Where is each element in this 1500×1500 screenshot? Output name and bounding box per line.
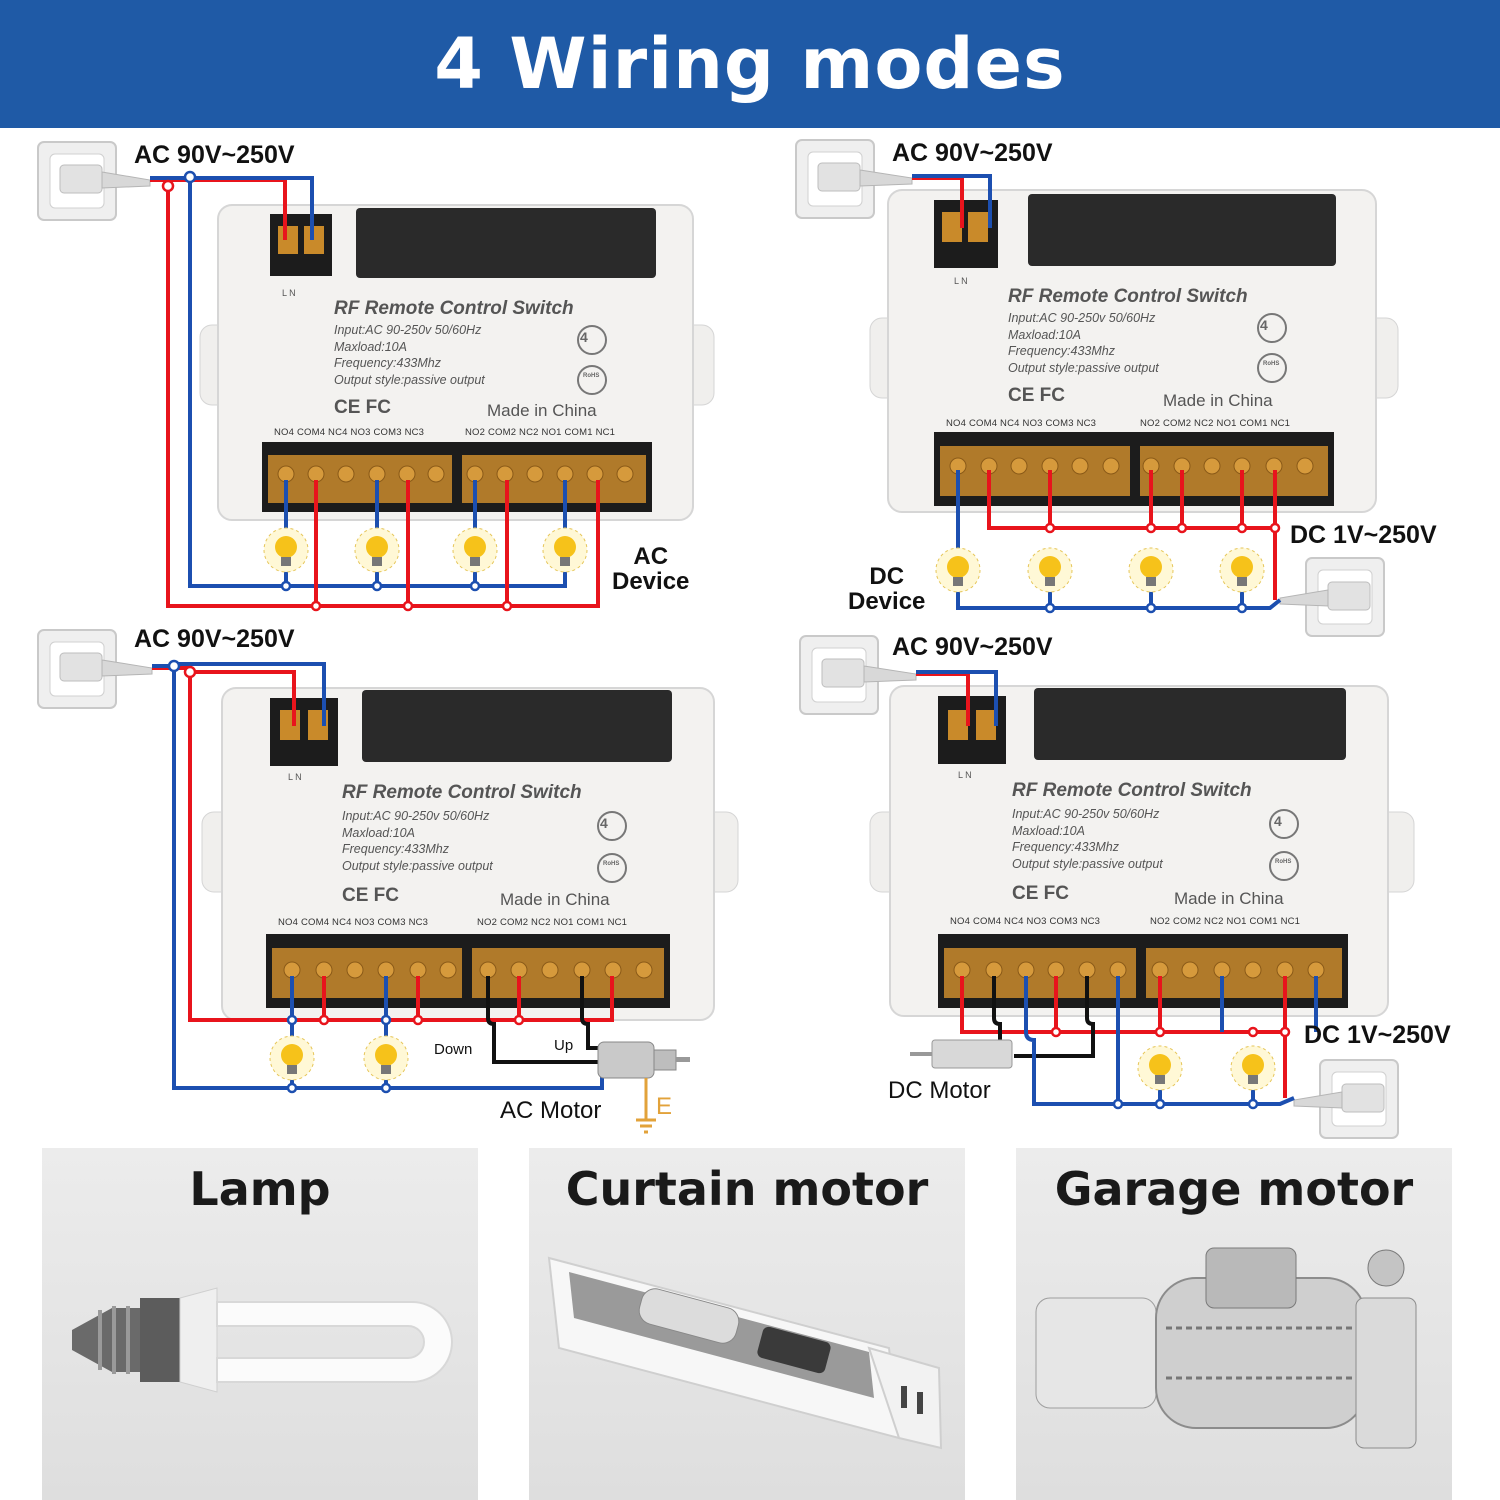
terminal-labels-right: NO2 COM2 NC2 NO1 COM1 NC1	[1150, 916, 1301, 927]
dc-socket	[1279, 557, 1385, 637]
ac-motor-icon	[597, 1041, 690, 1134]
wall-socket	[795, 139, 913, 219]
title-banner: 4 Wiring modes	[0, 0, 1500, 128]
device-name: RF Remote Control Switch	[334, 298, 574, 319]
wires	[916, 670, 1318, 1110]
load-label: AC Device	[612, 543, 690, 596]
mode1-diagram	[37, 141, 715, 612]
relay-housing	[199, 204, 715, 521]
garage-motor-card: Garage motor	[1016, 1148, 1452, 1500]
load-label: DC Device	[848, 563, 926, 616]
made-in-label: Made in China	[500, 890, 610, 909]
earth-label: E	[656, 1093, 673, 1120]
relay-housing	[869, 685, 1415, 1017]
made-in-label: Made in China	[1174, 889, 1284, 908]
made-in-label: Made in China	[1163, 391, 1273, 410]
input-terminal-label: L N	[282, 288, 296, 298]
lamp-card: Lamp	[42, 1148, 478, 1500]
cert-marks: CE FC	[1012, 883, 1069, 904]
input-terminal-label: L N	[288, 772, 302, 782]
wall-socket	[37, 141, 151, 221]
device-name: RF Remote Control Switch	[1012, 780, 1252, 801]
rohs-badge: RoHS	[1263, 361, 1280, 367]
device-specs: Input:AC 90-250v 50/60Hz Maxload:10A Fre…	[1012, 807, 1163, 871]
terminal-labels-left: NO4 COM4 NC4 NO3 COM3 NC3	[274, 427, 425, 438]
terminal-labels-right: NO2 COM2 NC2 NO1 COM1 NC1	[1140, 418, 1291, 429]
garage-motor-icon	[1035, 1247, 1417, 1449]
dc-socket	[1293, 1059, 1399, 1139]
lamp-icon	[72, 1287, 453, 1393]
up-label: Up	[554, 1037, 574, 1054]
bulb-icons	[935, 547, 1265, 593]
wiring-mode-1: AC 90V~250V L N RF Remote Control Switch…	[0, 0, 750, 620]
cert-marks: CE FC	[334, 397, 391, 418]
channels-badge: 4	[580, 329, 588, 345]
input-terminal-label: L N	[954, 276, 968, 286]
curtain-motor-card: Curtain motor	[529, 1148, 965, 1500]
terminal-labels-left: NO4 COM4 NC4 NO3 COM3 NC3	[946, 418, 1097, 429]
device-specs: Input:AC 90-250v 50/60Hz Maxload:10A Fre…	[342, 809, 493, 873]
motor-label: DC Motor	[888, 1077, 991, 1104]
supply-label: AC 90V~250V	[892, 139, 1053, 167]
dc-supply-label: DC 1V~250V	[1304, 1021, 1451, 1049]
device-name: RF Remote Control Switch	[342, 782, 582, 803]
wall-socket	[799, 635, 917, 715]
supply-label: AC 90V~250V	[134, 625, 295, 653]
page-title: 4 Wiring modes	[434, 23, 1066, 105]
mode3-diagram	[37, 629, 739, 1134]
bulb-icons	[269, 1035, 409, 1081]
wiring-mode-2: AC 90V~250V L N RF Remote Control Switch…	[750, 0, 1500, 640]
channels-badge: 4	[600, 815, 608, 831]
mode4-diagram	[799, 635, 1415, 1139]
rohs-badge: RoHS	[1275, 859, 1292, 865]
rohs-badge: RoHS	[583, 373, 600, 379]
wires	[152, 659, 614, 1094]
rohs-badge: RoHS	[603, 861, 620, 867]
relay-housing	[869, 189, 1399, 513]
made-in-label: Made in China	[487, 401, 597, 420]
mode2-diagram	[795, 139, 1399, 637]
device-specs: Input:AC 90-250v 50/60Hz Maxload:10A Fre…	[334, 323, 485, 387]
input-terminal-label: L N	[958, 770, 972, 780]
channels-badge: 4	[1274, 813, 1282, 829]
terminal-labels-right: NO2 COM2 NC2 NO1 COM1 NC1	[477, 917, 628, 928]
relay-housing	[201, 687, 739, 1021]
terminal-labels-left: NO4 COM4 NC4 NO3 COM3 NC3	[278, 917, 429, 928]
bulb-icons	[1137, 1045, 1276, 1091]
curtain-motor-card-title: Curtain motor	[565, 1162, 929, 1216]
dc-supply-label: DC 1V~250V	[1290, 521, 1437, 549]
wall-socket	[37, 629, 153, 709]
terminal-labels-right: NO2 COM2 NC2 NO1 COM1 NC1	[465, 427, 616, 438]
cert-marks: CE FC	[342, 885, 399, 906]
supply-label: AC 90V~250V	[134, 141, 295, 169]
dc-motor-icon	[910, 1039, 1013, 1069]
bulb-icons	[263, 527, 588, 573]
down-label: Down	[434, 1041, 473, 1058]
garage-motor-card-title: Garage motor	[1054, 1162, 1414, 1216]
device-name: RF Remote Control Switch	[1008, 286, 1248, 307]
wiring-mode-3: AC 90V~250V L N RF Remote Control Switch…	[0, 620, 750, 1140]
device-specs: Input:AC 90-250v 50/60Hz Maxload:10A Fre…	[1008, 311, 1159, 375]
motor-label: AC Motor	[500, 1097, 602, 1124]
supply-label: AC 90V~250V	[892, 633, 1053, 661]
wiring-mode-4: AC 90V~250V L N RF Remote Control Switch…	[750, 620, 1500, 1140]
cert-marks: CE FC	[1008, 385, 1065, 406]
terminal-labels-left: NO4 COM4 NC4 NO3 COM3 NC3	[950, 916, 1101, 927]
lamp-card-title: Lamp	[189, 1162, 331, 1216]
channels-badge: 4	[1260, 317, 1268, 333]
curtain-motor-icon	[547, 1256, 943, 1450]
